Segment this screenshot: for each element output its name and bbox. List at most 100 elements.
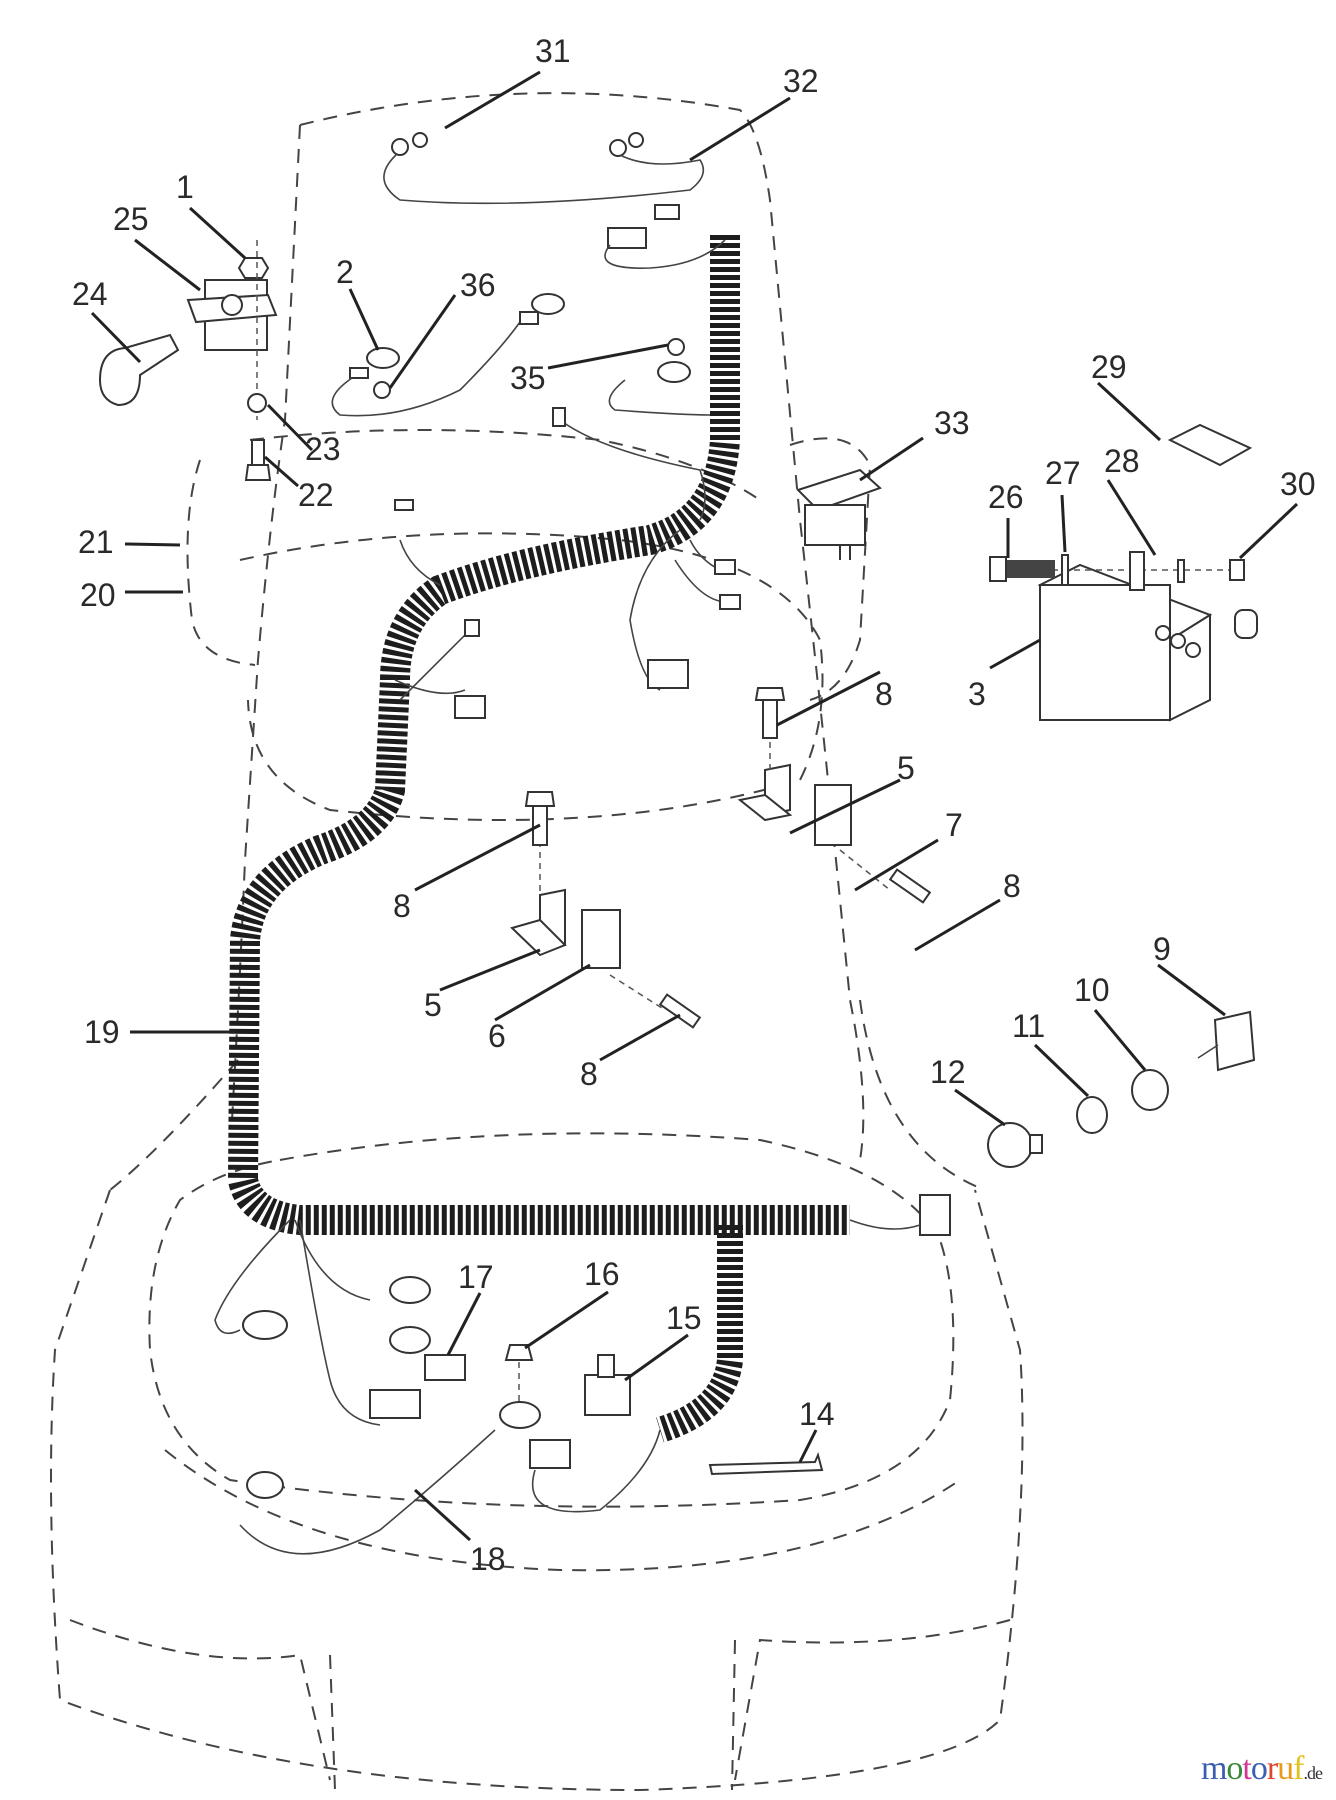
callout-labels: 31 32 1 25 24 2 36 35 23 22 21 20 33 29 … [72,33,1316,1577]
callout-5-b: 5 [424,987,442,1023]
callout-33: 33 [934,405,970,441]
watermark-logo: motoruf.de [1201,1750,1323,1788]
nut-icon [1076,1096,1108,1134]
bulb-right-icon [628,132,644,148]
ground-wire-top [331,293,565,417]
ring-terminal-icon [389,1276,431,1304]
callout-12: 12 [930,1054,966,1090]
rocker-switch-icon [796,468,882,512]
connector-icon [529,1439,571,1469]
connector-icon [454,695,486,719]
watermark-letter: o [1250,1750,1268,1787]
left-fender-outline [186,459,256,666]
star-washer-icon [373,381,391,399]
callout-29: 29 [1091,349,1127,385]
bezel-icon [1131,1069,1169,1111]
ring-terminal-icon [499,1401,541,1429]
right-console-outline [789,437,872,701]
callout-6: 6 [488,1018,506,1054]
watermark-letter: t [1242,1750,1252,1787]
callout-2: 2 [336,254,354,290]
callout-24: 24 [72,276,108,312]
callout-22: 22 [298,477,334,513]
connector-icon [607,227,647,249]
callout-8-b: 8 [393,888,411,924]
nut-icon [237,257,270,279]
callout-30: 30 [1280,466,1316,502]
ring-terminal-icon [242,1310,288,1340]
fuse-icon [424,1354,466,1381]
body-outline [50,92,1024,1792]
callout-23: 23 [305,431,341,467]
ignition-assembly [849,1010,1256,1236]
ring-terminal-icon [531,293,565,315]
ground-wire-mid [552,338,711,521]
callout-32: 32 [783,63,819,99]
callout-7: 7 [945,807,963,843]
callout-26: 26 [988,479,1024,515]
callout-16: 16 [584,1256,620,1292]
callout-18: 18 [470,1541,506,1577]
connector-icon [369,1389,421,1419]
ring-terminal-icon [389,1326,431,1354]
watermark-letter: r [1266,1750,1278,1787]
callout-1: 1 [176,169,194,205]
wiring-harness [227,235,850,1443]
callout-25: 25 [113,201,149,237]
callout-21: 21 [78,524,114,560]
connector-icon [654,204,680,220]
callout-19: 19 [84,1014,120,1050]
callout-14: 14 [799,1396,835,1432]
seat-switch-icon [584,1374,631,1416]
rear-fender-outline [50,1189,1024,1792]
callout-3: 3 [968,676,986,712]
solenoid-assembly [98,240,278,481]
watermark-letter: u [1277,1750,1294,1787]
rear-divider-right [731,1639,736,1791]
rear-fender-inner-right [734,1619,1011,1781]
bulb-left-icon [412,132,428,148]
callout-8-a: 8 [875,676,893,712]
rear-fender-inner-left [69,1619,331,1781]
bulb-socket-right [609,139,627,157]
dash-wires [394,499,741,719]
callout-31: 31 [535,33,571,69]
callout-5-a: 5 [897,750,915,786]
nut-icon [504,1344,534,1361]
callout-28: 28 [1104,443,1140,479]
callout-20: 20 [80,577,116,613]
screw-head-icon [244,464,272,481]
cable-tie-icon [708,1451,824,1476]
ring-terminal-icon [657,361,691,383]
seat-lower-outline [164,1449,961,1572]
connector-icon [919,1194,951,1236]
battery-assembly [989,423,1258,722]
interlock-switch-right [737,687,932,904]
watermark-letter: o [1226,1750,1243,1787]
interlock-switch-left [510,791,702,1029]
terminal-boot-icon [98,333,180,407]
star-washer-icon [247,393,267,413]
battery-cover-icon [1167,423,1253,467]
callout-8-c: 8 [1003,868,1021,904]
callout-9: 9 [1153,931,1171,967]
switch-icon [814,784,852,846]
connector-icon [647,659,689,689]
leader-lines [90,70,1299,1542]
watermark-letter: f [1293,1750,1304,1787]
headlight-harness [383,132,726,269]
dash-lower-outline [239,532,824,821]
hood-outline [299,92,865,1161]
battery-icon [1039,584,1171,721]
key-icon [1213,1010,1256,1072]
watermark-text: motoruf [1201,1750,1305,1787]
callout-15: 15 [666,1300,702,1336]
ignition-switch-icon [987,1122,1033,1168]
callout-35: 35 [510,360,546,396]
ring-terminal-icon [366,347,400,369]
light-switch [796,468,882,560]
callout-36: 36 [460,267,496,303]
screw-icon [888,868,932,904]
switch-icon [581,909,621,969]
